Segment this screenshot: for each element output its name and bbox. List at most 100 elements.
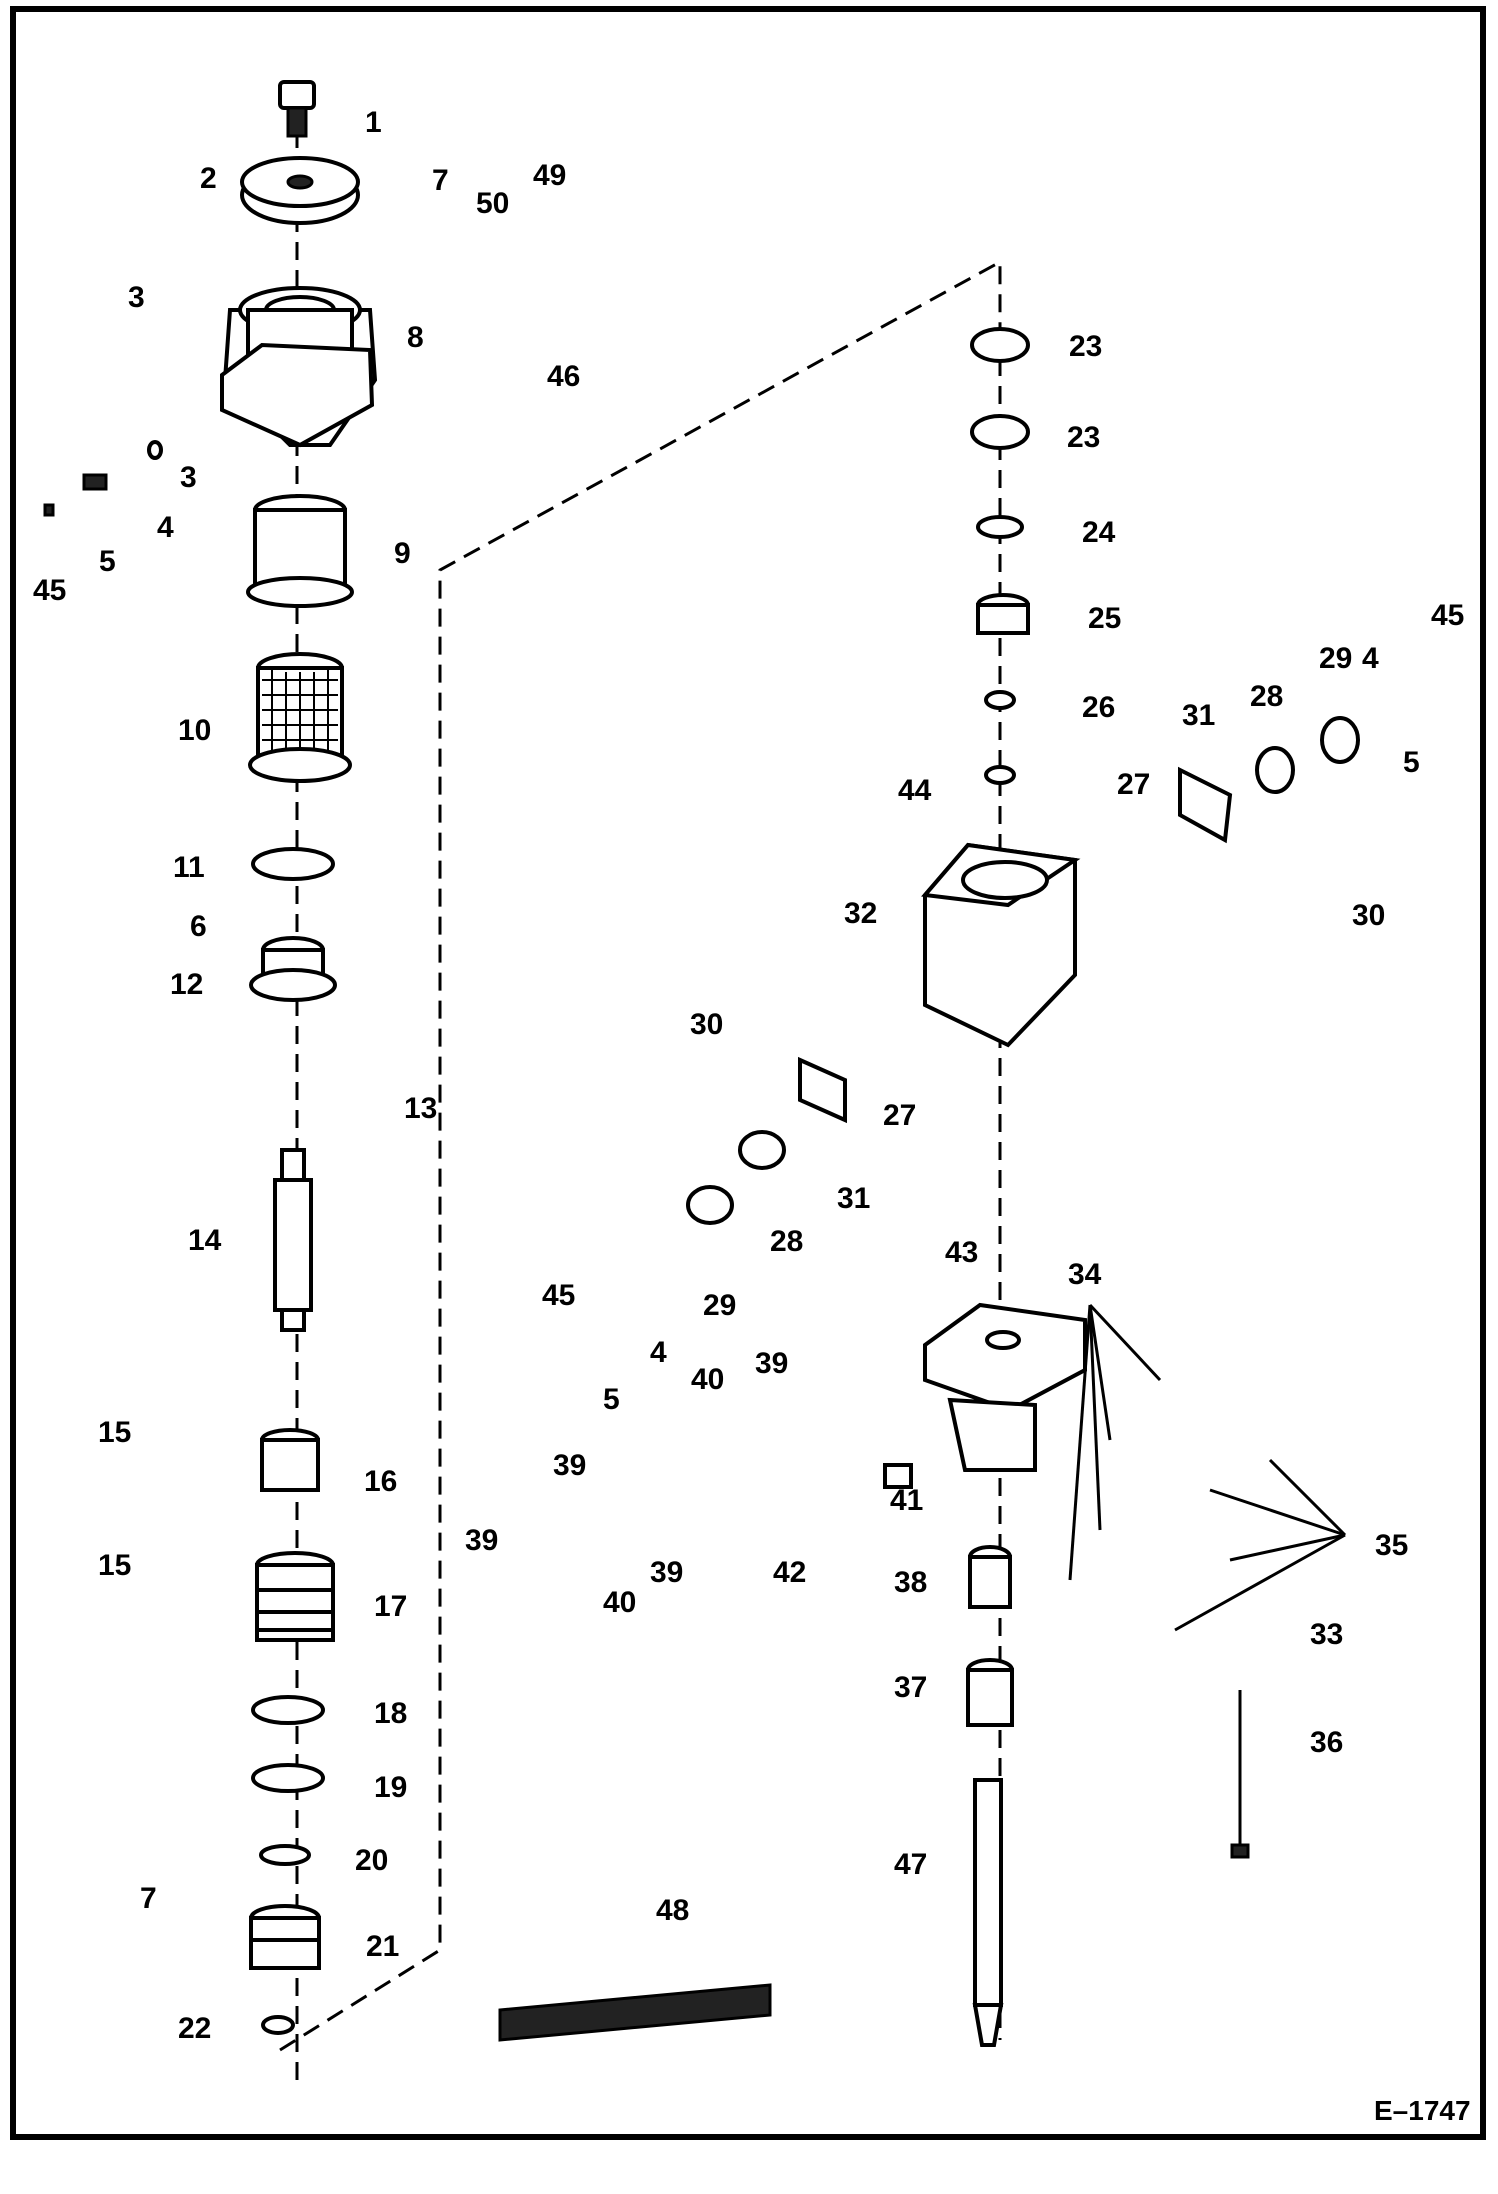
part-35-leaders — [1174, 1458, 1347, 1632]
label-45-center: 45 — [542, 1279, 575, 1312]
part-23-washer-a — [970, 327, 1030, 363]
label-9: 9 — [394, 537, 411, 570]
label-30-right: 30 — [1352, 899, 1385, 932]
part-29-cap-left — [686, 1185, 734, 1225]
label-39-bottom: 39 — [650, 1556, 683, 1589]
part-14-piston — [273, 1148, 313, 1332]
part-28-seal-left — [738, 1130, 786, 1170]
label-35: 35 — [1375, 1529, 1408, 1562]
label-26: 26 — [1082, 691, 1115, 724]
part-25-valve — [976, 593, 1030, 635]
label-12: 12 — [170, 968, 203, 1001]
label-44: 44 — [898, 774, 932, 807]
part-12-valve-body — [249, 936, 337, 1002]
label-27-left: 27 — [883, 1099, 916, 1132]
part-4-oring — [147, 440, 163, 460]
label-48: 48 — [656, 1894, 689, 1927]
part-34-leaders — [1068, 1303, 1162, 1581]
part-28-seal-right — [1255, 746, 1295, 794]
label-40-bottom: 40 — [603, 1586, 636, 1619]
label-49: 49 — [533, 159, 566, 192]
part-22-ring — [261, 2015, 295, 2035]
part-24-ring — [976, 515, 1024, 539]
part-48-decal — [498, 1983, 772, 2042]
label-30-left: 30 — [690, 1008, 723, 1041]
label-39-mid: 39 — [553, 1449, 586, 1482]
label-37: 37 — [894, 1671, 927, 1704]
label-5-left: 5 — [99, 545, 116, 578]
label-28-left: 28 — [770, 1225, 803, 1258]
part-45-pin — [43, 503, 55, 517]
part-18-oring — [251, 1695, 325, 1725]
label-7-top: 7 — [432, 164, 449, 197]
label-11: 11 — [173, 851, 205, 884]
figure-id: E–1747 — [1374, 2095, 1471, 2126]
part-38-bushing — [968, 1545, 1012, 1609]
label-29-right: 29 — [1319, 642, 1352, 675]
label-14: 14 — [188, 1224, 222, 1257]
part-5-plug — [82, 473, 108, 491]
label-47: 47 — [894, 1848, 927, 1881]
label-41: 41 — [890, 1484, 923, 1517]
label-39-top: 39 — [755, 1347, 788, 1380]
part-11-oring — [251, 847, 335, 881]
label-20: 20 — [355, 1844, 388, 1877]
label-34: 34 — [1068, 1258, 1102, 1291]
part-8-housing — [220, 286, 378, 448]
label-29-left: 29 — [703, 1289, 736, 1322]
part-36-tie-rod — [1230, 1690, 1250, 1859]
part-10-filter — [248, 652, 352, 783]
label-27-right: 27 — [1117, 768, 1150, 801]
part-29-cap-right — [1320, 716, 1360, 764]
part-9-sleeve — [246, 494, 354, 608]
label-31-right: 31 — [1182, 699, 1215, 732]
label-25: 25 — [1088, 602, 1121, 635]
label-5-right: 5 — [1403, 746, 1420, 779]
label-32: 32 — [844, 897, 877, 930]
part-20-oring — [259, 1844, 311, 1866]
label-8: 8 — [407, 321, 424, 354]
label-13: 13 — [404, 1092, 437, 1125]
label-15-top: 15 — [98, 1416, 131, 1449]
label-18: 18 — [374, 1697, 407, 1730]
part-32-body — [921, 842, 1081, 1048]
label-1: 1 — [365, 106, 382, 139]
part-37-bushing — [966, 1658, 1014, 1727]
part-47-chisel — [972, 1778, 1004, 2047]
part-41-plug — [883, 1463, 913, 1489]
label-45-left: 45 — [33, 574, 66, 607]
label-22: 22 — [178, 2012, 211, 2045]
label-28-right: 28 — [1250, 680, 1283, 713]
label-2: 2 — [200, 162, 217, 195]
label-38: 38 — [894, 1566, 927, 1599]
label-42: 42 — [773, 1556, 806, 1589]
part-26-ring — [984, 690, 1016, 710]
part-2-washer — [240, 156, 360, 225]
label-3-bottom: 3 — [180, 461, 197, 494]
part-17-seal-housing — [255, 1551, 335, 1642]
label-4-left: 4 — [157, 511, 174, 544]
label-24: 24 — [1082, 516, 1116, 549]
label-43: 43 — [945, 1236, 978, 1269]
part-23-washer-b — [970, 414, 1030, 450]
label-39-left: 39 — [465, 1524, 498, 1557]
label-21: 21 — [366, 1930, 399, 1963]
part-31-flange-right — [1178, 766, 1233, 844]
part-44-ring — [984, 765, 1016, 785]
label-15-bottom: 15 — [98, 1549, 131, 1582]
label-33: 33 — [1310, 1618, 1343, 1651]
label-36: 36 — [1310, 1726, 1343, 1759]
label-45-right: 45 — [1431, 599, 1464, 632]
part-43-front-head — [923, 1302, 1087, 1472]
label-19: 19 — [374, 1771, 407, 1804]
label-40-top: 40 — [691, 1363, 724, 1396]
label-46: 46 — [547, 360, 580, 393]
label-23-bottom: 23 — [1067, 421, 1100, 454]
label-6: 6 — [190, 910, 207, 943]
part-19-oring — [251, 1763, 325, 1793]
label-7-bottom: 7 — [140, 1882, 157, 1915]
part-1-bolt — [278, 80, 316, 138]
label-50: 50 — [476, 187, 509, 220]
part-21-nut — [249, 1904, 321, 1970]
